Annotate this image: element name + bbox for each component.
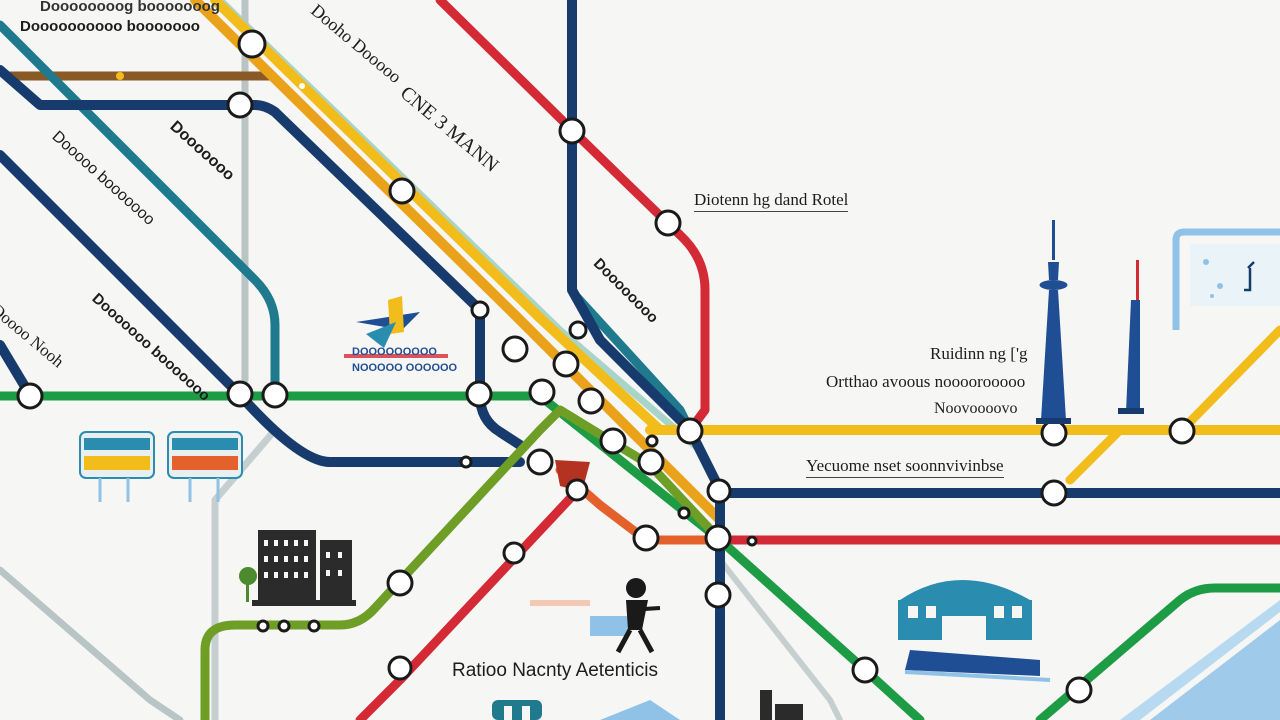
station[interactable] (387, 655, 413, 681)
city-buildings-icon (239, 530, 356, 606)
label-right-block-3: Noovoooovo (934, 400, 1018, 417)
label-right-mid: Yecuome nset soonnvivinbse (806, 456, 1004, 478)
station[interactable] (1168, 417, 1196, 445)
station[interactable] (388, 177, 416, 205)
grey-line-lower (0, 566, 184, 720)
green-line-east-branch (1035, 583, 1280, 720)
green-line-south (535, 391, 925, 720)
bottom-edge-icons (492, 690, 803, 720)
navy-line-diagonal (0, 150, 525, 467)
stations[interactable] (16, 29, 1196, 704)
station[interactable] (677, 506, 691, 520)
station[interactable] (501, 335, 529, 363)
station[interactable] (237, 29, 267, 59)
runner-figure-icon (530, 578, 661, 654)
station[interactable] (558, 117, 586, 145)
line-dot (116, 72, 124, 80)
station[interactable] (261, 381, 289, 409)
bridge-icon (79, 431, 155, 502)
station[interactable] (226, 380, 254, 408)
station[interactable] (676, 417, 704, 445)
station[interactable] (256, 619, 270, 633)
station[interactable] (704, 581, 732, 609)
label-logo-text-1: DOOOOOOOOO (352, 346, 437, 358)
station[interactable] (16, 382, 44, 410)
station[interactable] (226, 91, 254, 119)
domed-building-icon (898, 580, 1051, 682)
station[interactable] (565, 478, 589, 502)
yellow-line-a (190, 0, 725, 525)
station[interactable] (746, 535, 758, 547)
label-right-block-1: Ruidinn ng ['g (930, 344, 1028, 363)
navy-line-upper (0, 65, 525, 450)
station[interactable] (632, 524, 660, 552)
yellow-line-branch (1065, 325, 1280, 485)
station[interactable] (645, 434, 659, 448)
label-top-left-2: Doooooooooo booooooo (20, 18, 200, 35)
bridge-icon (167, 431, 243, 502)
station[interactable] (277, 619, 291, 633)
station[interactable] (465, 380, 493, 408)
label-logo-text-2: NOOOOO OOOOOO (352, 362, 458, 374)
river-band (1120, 600, 1280, 720)
station[interactable] (502, 541, 526, 565)
station[interactable] (599, 427, 627, 455)
station[interactable] (1065, 676, 1093, 704)
spire-icon (1118, 260, 1144, 414)
red-line (435, 0, 710, 435)
station[interactable] (577, 387, 605, 415)
station[interactable] (470, 300, 490, 320)
station[interactable] (552, 350, 580, 378)
station[interactable] (1040, 479, 1068, 507)
mint-line (216, 0, 704, 454)
station[interactable] (1040, 419, 1068, 447)
grey-line-lower-2 (211, 426, 279, 720)
station[interactable] (459, 455, 473, 469)
station[interactable] (307, 619, 321, 633)
station[interactable] (654, 209, 682, 237)
station[interactable] (526, 448, 554, 476)
teal-line (0, 20, 280, 400)
station[interactable] (637, 448, 665, 476)
station[interactable] (851, 656, 879, 684)
line-dot (299, 83, 305, 89)
airplane-logo-icon (344, 296, 448, 358)
label-bottom-caption: Ratioo Nacnty Aetenticis (452, 660, 658, 681)
label-right-block-2: Ortthao avoous noooorooooo (826, 372, 1026, 391)
station[interactable] (528, 378, 556, 406)
station[interactable] (568, 320, 588, 340)
grey-line-lower-3 (717, 557, 843, 720)
tv-tower-icon (1036, 220, 1071, 424)
yellow-line-b (210, 0, 665, 435)
river-area (1150, 620, 1280, 720)
station[interactable] (704, 524, 732, 552)
olive-line (200, 405, 725, 720)
station[interactable] (386, 569, 414, 597)
info-panel-icon (1172, 228, 1280, 330)
station[interactable] (706, 478, 732, 504)
label-right-title: Diotenn hg dand Rotel (694, 190, 849, 212)
label-top-left-1: Doooooooog booooooog (40, 0, 220, 15)
